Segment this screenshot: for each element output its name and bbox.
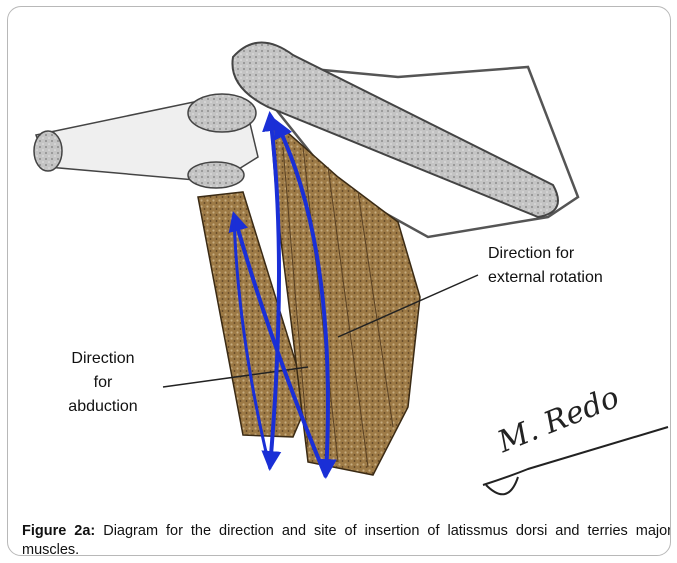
- bone-cross-section-upper: [188, 94, 256, 132]
- label-abduction: Direction for abduction: [44, 347, 162, 419]
- bone-cross-section-lower: [188, 162, 244, 188]
- figure-frame: Direction for external rotation Directio…: [7, 6, 671, 556]
- label-abduction-line-1: Direction: [44, 347, 162, 371]
- caption-text: Diagram for the direction and site of in…: [22, 523, 671, 556]
- label-abduction-line-2: for: [44, 371, 162, 395]
- figure-caption: Figure 2a: Diagram for the direction and…: [22, 522, 671, 556]
- caption-label: Figure 2a:: [22, 523, 95, 539]
- humerus-end: [34, 131, 62, 171]
- label-abduction-line-3: abduction: [44, 395, 162, 419]
- label-external-rotation-line-1: Direction for: [488, 242, 603, 266]
- label-external-rotation-line-2: external rotation: [488, 266, 603, 290]
- label-external-rotation: Direction for external rotation: [488, 242, 603, 290]
